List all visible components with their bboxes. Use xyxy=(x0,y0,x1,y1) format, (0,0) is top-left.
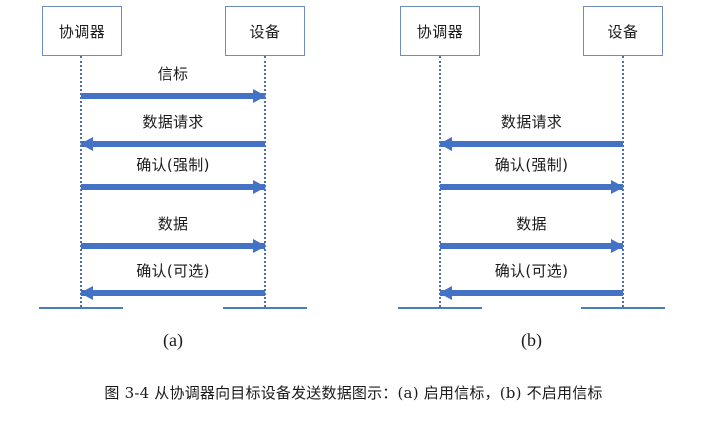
lifeline-terminator-device-a xyxy=(223,307,307,309)
lifeline-coordinator-b xyxy=(439,56,441,307)
message-label: 数据 xyxy=(157,215,189,233)
arrow-shaft xyxy=(440,243,623,249)
node-box-coordinator-b: 协调器 xyxy=(400,6,480,56)
lifeline-coordinator-a xyxy=(80,56,82,307)
arrow-shaft xyxy=(81,290,265,296)
sequence-panel-a: 协调器 设备信标数据请求确认(强制) 数据确认(可选) (a) xyxy=(39,6,307,350)
message-label: 确认(可选) xyxy=(494,262,569,280)
arrow-shaft xyxy=(81,243,265,249)
arrowhead-right-icon xyxy=(611,239,624,253)
sequence-panel-b: 协调器 设备数据请求确认(强制) 数据确认(可选) (b) xyxy=(398,6,665,350)
message-label: 数据 xyxy=(516,215,547,233)
arrow-shaft xyxy=(81,184,265,190)
node-label: 设备 xyxy=(249,22,281,41)
arrowhead-left-icon xyxy=(439,137,452,151)
panel-label-a: (a) xyxy=(163,330,183,350)
node-label: 协调器 xyxy=(58,22,106,41)
arrowhead-left-icon xyxy=(80,137,93,151)
arrowhead-right-icon xyxy=(253,180,266,194)
arrow-shaft xyxy=(440,290,623,296)
arrow-shaft xyxy=(81,141,265,147)
node-label: 设备 xyxy=(607,22,639,41)
message-label: 确认(强制) xyxy=(494,156,569,174)
arrow-shaft xyxy=(81,93,265,99)
arrowhead-left-icon xyxy=(439,286,452,300)
node-label: 协调器 xyxy=(416,22,464,41)
message-label: 确认(可选) xyxy=(136,262,210,280)
node-box-device-a: 设备 xyxy=(225,6,305,56)
lifeline-terminator-coordinator-b xyxy=(398,307,482,309)
message-label: 数据请求 xyxy=(142,113,204,131)
panel-label-b: (b) xyxy=(521,330,542,350)
arrow-shaft xyxy=(440,184,623,190)
node-box-device-b: 设备 xyxy=(583,6,663,56)
figure-caption: 图 3-4 从协调器向目标设备发送数据图示：(a) 启用信标，(b) 不启用信标 xyxy=(104,384,603,402)
message-label: 数据请求 xyxy=(500,113,563,131)
node-box-coordinator-a: 协调器 xyxy=(42,6,122,56)
lifeline-terminator-coordinator-a xyxy=(39,307,123,309)
arrowhead-right-icon xyxy=(611,180,624,194)
arrowhead-right-icon xyxy=(253,89,266,103)
arrowhead-left-icon xyxy=(80,286,93,300)
lifeline-terminator-device-b xyxy=(581,307,665,309)
message-label: 确认(强制) xyxy=(136,156,210,174)
arrow-shaft xyxy=(440,141,623,147)
message-label: 信标 xyxy=(157,65,189,83)
arrowhead-right-icon xyxy=(253,239,266,253)
